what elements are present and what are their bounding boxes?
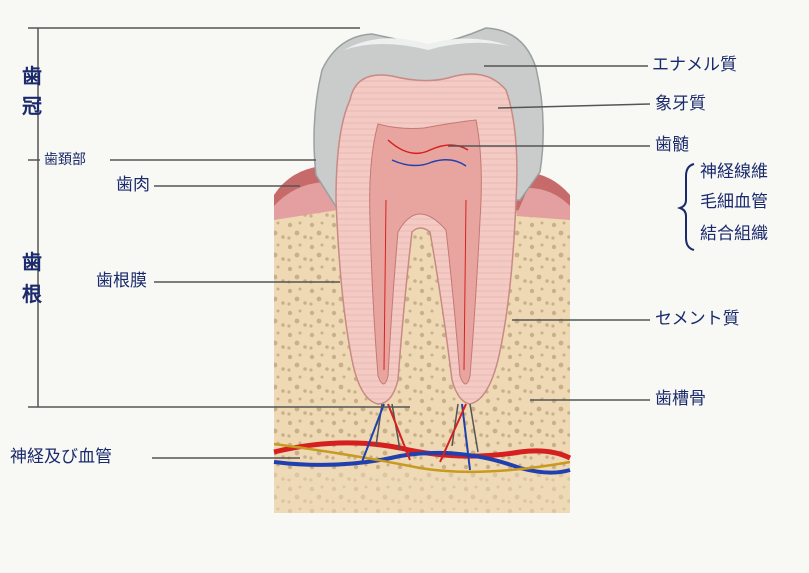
label-neck: 歯頚部 [44,152,88,168]
label-enamel: エナメル質 [652,55,737,75]
label-crown-2: 冠 [22,94,42,118]
label-pulp-nerve-fibers: 神経線維 [700,162,768,182]
label-root-2: 根 [22,282,42,306]
label-pulp: 歯髄 [655,135,689,155]
label-gum: 歯肉 [116,175,150,195]
label-root-1: 歯 [22,250,42,274]
leader-dentin [497,103,651,109]
alveolar-bone [274,195,570,513]
label-crown-1: 歯 [22,64,42,88]
label-periodontal-ligament: 歯根膜 [96,271,147,291]
label-pulp-connective-tissue: 結合組織 [700,224,768,244]
label-cementum: セメント質 [655,309,740,329]
pulp-components-brace [676,163,695,251]
nerve [273,442,571,474]
vein [273,450,571,475]
label-alveolar-bone: 歯槽骨 [655,389,706,409]
pulp [369,119,482,385]
label-dentin: 象牙質 [655,94,706,114]
label-nerves-vessels: 神経及び血管 [10,447,112,467]
label-pulp-capillaries: 毛細血管 [700,192,768,212]
